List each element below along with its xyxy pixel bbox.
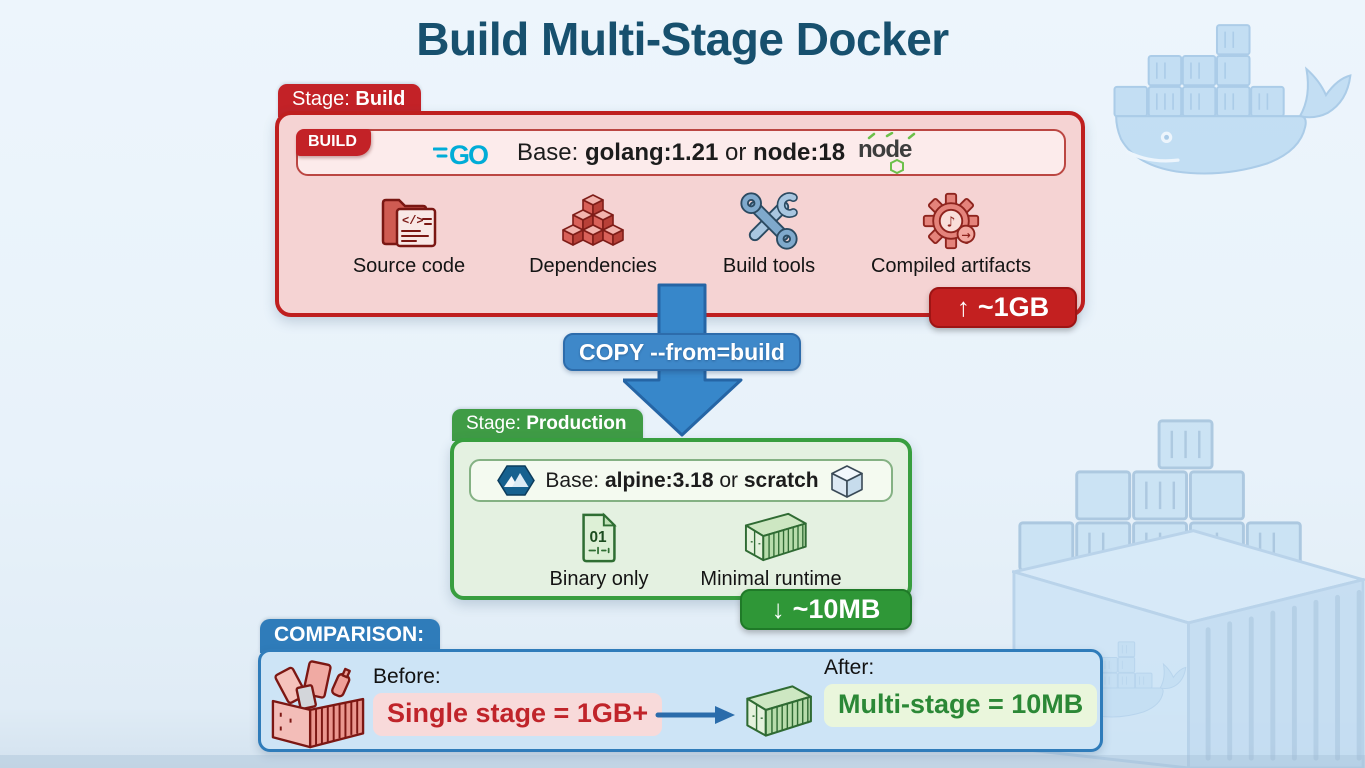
- svg-text:</>: </>: [402, 214, 424, 228]
- production-size-label: ~10MB: [792, 594, 881, 624]
- build-size-label: ~1GB: [977, 292, 1050, 322]
- build-base-text: Base: golang:1.21 or node:18: [516, 138, 846, 166]
- production-stage-tab: Stage: Production: [452, 409, 643, 441]
- production-base-text: Base: alpine:3.18 or scratch: [545, 468, 819, 492]
- before-group: Before: Single stage = 1GB+: [373, 665, 663, 736]
- small-container-icon: [746, 685, 812, 737]
- build-base-bar: BUILD GO Base: golang:1.21 or node:18 no…: [296, 129, 1066, 176]
- crossed-tools-icon: [674, 187, 864, 251]
- gear-artifact-icon: ♪ →: [856, 187, 1046, 251]
- after-group: After: Multi-stage = 10MB: [824, 656, 1098, 727]
- build-item-build-tools: Build tools: [674, 187, 864, 278]
- before-label: Before:: [373, 665, 441, 688]
- before-value: Single stage = 1GB+: [373, 693, 663, 736]
- build-item-dependencies: Dependencies: [498, 187, 688, 278]
- item-label: Compiled artifacts: [870, 255, 1032, 277]
- page-title: Build Multi-Stage Docker: [416, 13, 949, 65]
- item-label: Binary only: [549, 568, 649, 590]
- bottom-strip: [0, 755, 1365, 768]
- copy-from-build-label: COPY --from=build: [563, 333, 801, 371]
- item-label: Source code: [352, 255, 466, 277]
- build-size-badge: ↑ ~1GB: [929, 287, 1077, 328]
- alpine-icon: [497, 465, 536, 496]
- svg-text:node: node: [858, 136, 912, 163]
- build-tab-prefix: Stage:: [292, 88, 356, 110]
- build-stage-box: BUILD GO Base: golang:1.21 or node:18 no…: [275, 111, 1085, 328]
- comparison-box: Before: Single stage = 1GB+ After: Multi…: [258, 649, 1103, 752]
- comparison-tab: COMPARISON:: [260, 619, 441, 653]
- overflowing-container-icon: [271, 660, 365, 749]
- right-arrow-icon: [655, 706, 735, 724]
- item-label: Dependencies: [529, 255, 657, 277]
- production-item-binary-only: 01 Binary only: [519, 508, 679, 591]
- up-arrow-icon: ↑: [956, 292, 970, 322]
- build-tab-name: Build: [355, 88, 406, 110]
- build-badge: BUILD: [296, 129, 371, 156]
- folder-code-icon: </>: [314, 187, 504, 251]
- node-logo-icon: node: [858, 131, 916, 174]
- item-label: Build tools: [722, 255, 816, 277]
- go-logo-icon: GO: [432, 140, 490, 170]
- binary-file-icon: 01: [519, 508, 679, 564]
- item-label: Minimal runtime: [700, 568, 842, 590]
- build-item-source-code: </> Source code: [314, 187, 504, 278]
- down-arrow-icon: ↓: [771, 594, 785, 624]
- after-value: Multi-stage = 10MB: [824, 684, 1098, 727]
- svg-text:♪: ♪: [947, 215, 956, 231]
- svg-text:01: 01: [589, 529, 607, 546]
- production-tab-prefix: Stage:: [466, 413, 527, 434]
- shipping-container-icon: [681, 508, 861, 564]
- production-stage-box: Base: alpine:3.18 or scratch 01: [450, 438, 912, 630]
- cubes-icon: [498, 187, 688, 251]
- production-item-minimal-runtime: Minimal runtime: [681, 508, 861, 591]
- scratch-cube-icon: [830, 464, 863, 498]
- production-base-bar: Base: alpine:3.18 or scratch: [469, 459, 893, 502]
- production-tab-name: Production: [526, 413, 627, 434]
- svg-text:→: →: [961, 229, 970, 242]
- production-size-badge: ↓ ~10MB: [740, 589, 912, 630]
- build-item-compiled-artifacts: ♪ → Compiled artifacts: [856, 187, 1046, 278]
- svg-text:GO: GO: [449, 140, 488, 170]
- after-label: After:: [824, 656, 875, 679]
